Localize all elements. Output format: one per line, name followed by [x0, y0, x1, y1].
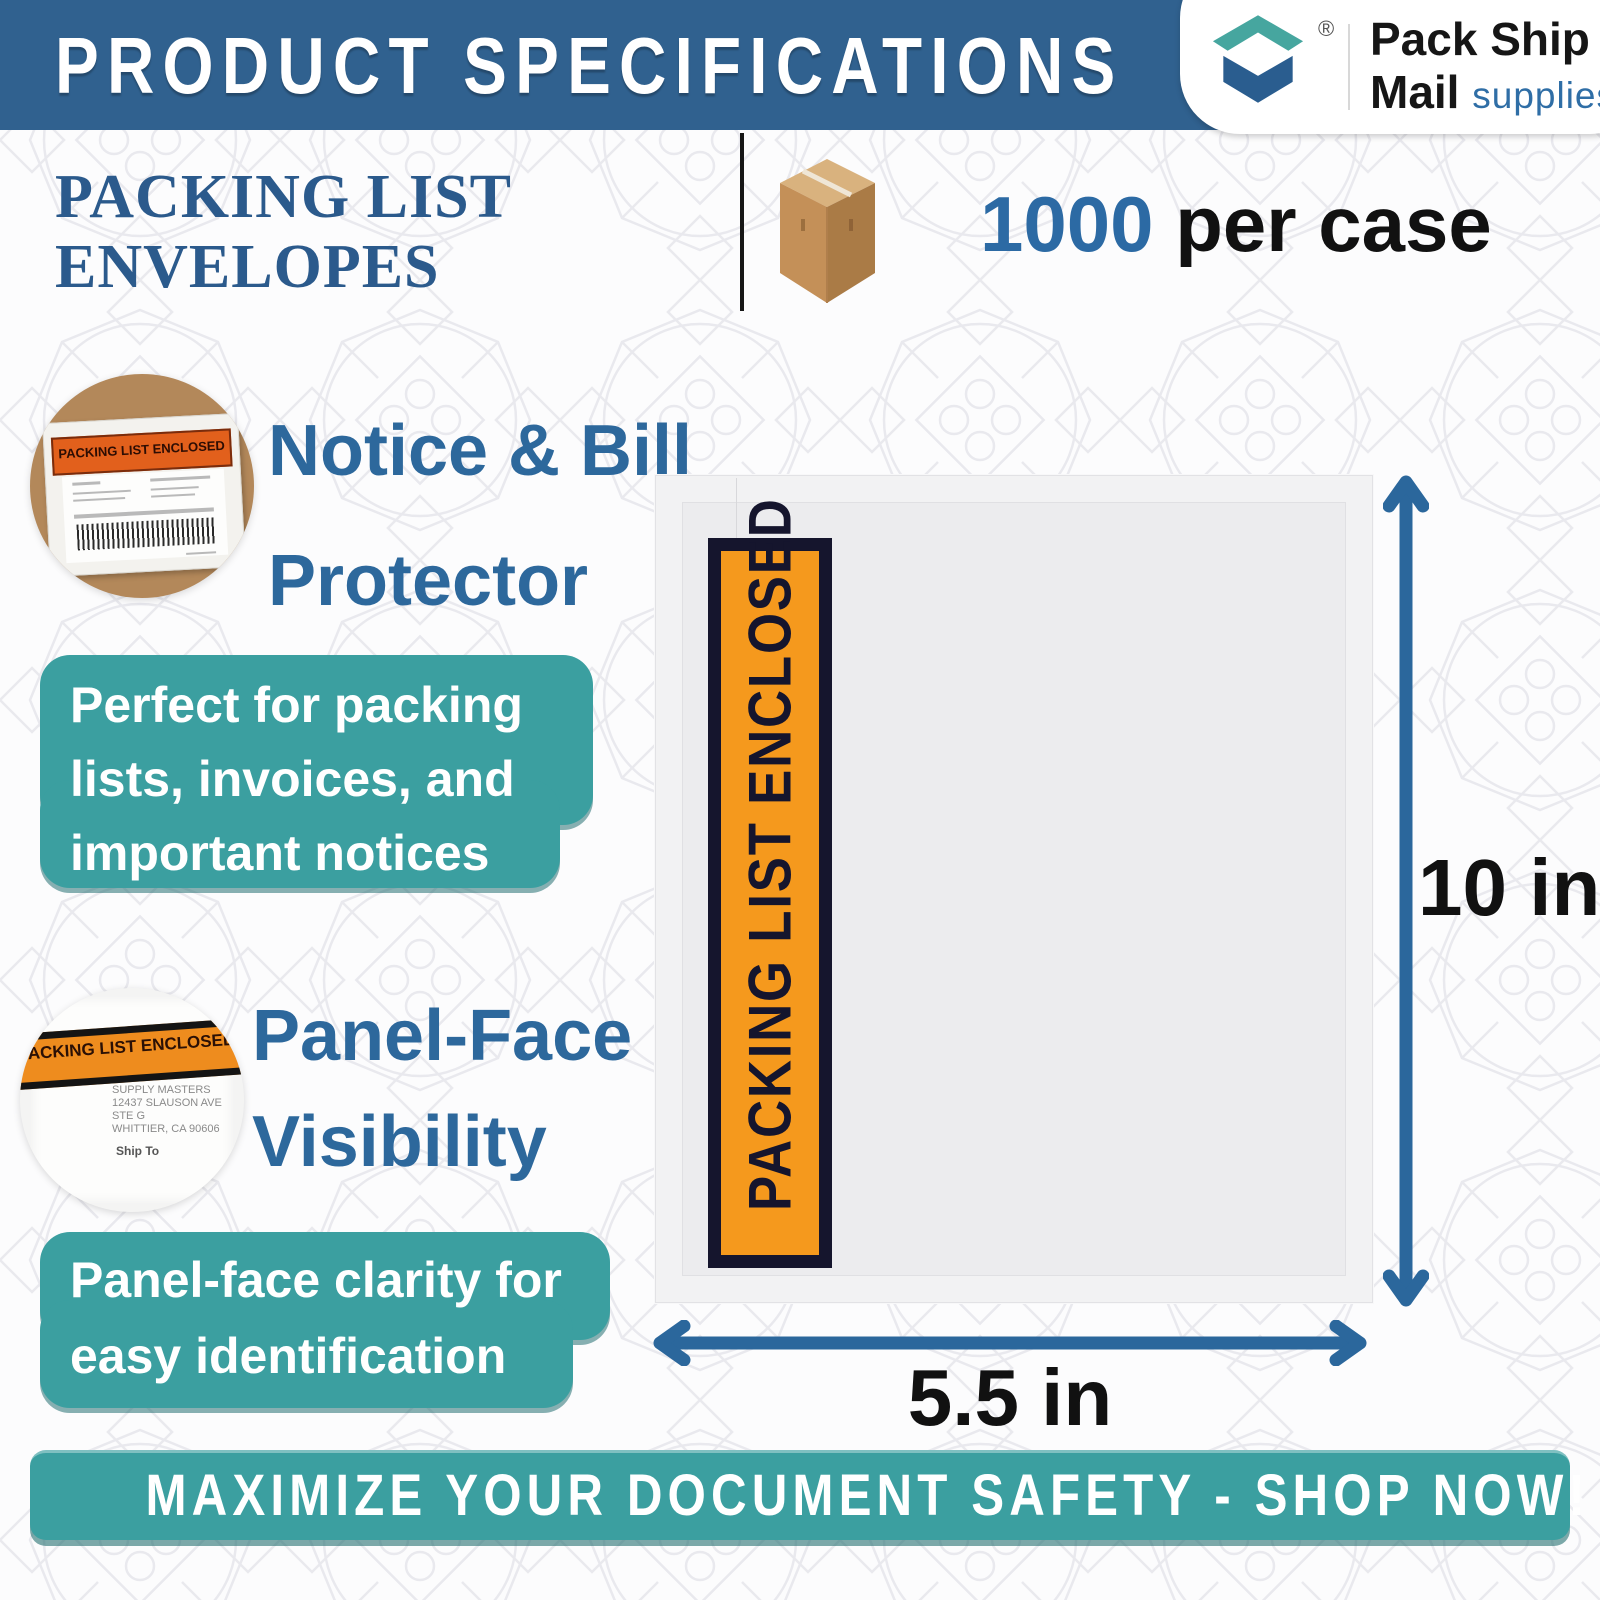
text-line-placeholder [150, 475, 211, 482]
product-name-line2: ENVELOPES [55, 233, 440, 301]
brand-logo: ® Pack Ship Mail supplies [1180, 0, 1600, 134]
callout-text: Panel-face clarity for easy identificati… [70, 1242, 562, 1394]
page-title: PRODUCT SPECIFICATIONS [55, 21, 1124, 110]
feature-heading-notice-bill-protector: Notice & Bill Protector [268, 415, 692, 617]
ship-to-label: Ship To [116, 1144, 160, 1158]
feature-photo-panel-face: ACKING LIST ENCLOSED SUPPLY MASTERS 1243… [20, 988, 244, 1212]
feature-heading-panel-face-visibility: Panel-Face Visibility [252, 1000, 632, 1178]
height-dimension-arrow-icon [1383, 475, 1429, 1307]
case-count: 1000 [980, 180, 1154, 268]
envelope-banner-text: PACKING LIST ENCLOSED [736, 497, 804, 1211]
callout-line: lists, invoices, and [70, 751, 515, 807]
photo-address-block: SUPPLY MASTERS 12437 SLAUSON AVE STE G W… [112, 1084, 222, 1136]
shipping-carton-icon [780, 159, 875, 303]
text-line-placeholder [73, 496, 126, 502]
bubble-shape [40, 780, 560, 888]
callout-line: easy identification [70, 1328, 507, 1384]
vertical-divider [740, 133, 744, 311]
feature-heading-line1: Notice & Bill [268, 411, 693, 491]
photo-banner-label: PACKING LIST ENCLOSED [50, 428, 233, 476]
text-line-placeholder [186, 551, 217, 555]
case-unit: per case [1153, 180, 1492, 268]
logo-brand-top: Pack Ship [1370, 13, 1590, 65]
callout-bubble-perfect-for: Perfect for packing lists, invoices, and… [40, 655, 593, 888]
barcode [76, 517, 216, 551]
text-line-placeholder [151, 493, 196, 498]
address-line: WHITTIER, CA 90606 [112, 1123, 220, 1135]
product-name-line1: PACKING LIST [55, 163, 512, 231]
logo-brand-bottom: Mail supplies [1370, 69, 1600, 115]
envelope-fold-line [736, 478, 737, 538]
callout-line: Perfect for packing [70, 677, 523, 733]
photo-envelope: PACKING LIST ENCLOSED [42, 412, 246, 578]
width-dimension-label: 5.5 in [907, 1353, 1113, 1442]
text-line-placeholder [72, 481, 101, 486]
text-line-placeholder [150, 486, 199, 491]
open-box-logo-icon [1212, 15, 1304, 103]
logo-divider [1348, 24, 1350, 110]
product-name-heading: PACKING LIST ENVELOPES [55, 162, 695, 302]
text-line-placeholder [72, 489, 131, 495]
envelope-diagram: PACKING LIST ENCLOSED [655, 475, 1373, 1303]
cta-text: MAXIMIZE YOUR DOCUMENT SAFETY - SHOP NOW… [145, 1463, 1590, 1528]
feature-heading-line2: Protector [268, 541, 589, 621]
address-line: 12437 SLAUSON AVE [112, 1097, 222, 1109]
callout-line: Panel-face clarity for [70, 1252, 562, 1308]
callout-text: Perfect for packing lists, invoices, and… [70, 668, 523, 890]
bubble-shape [40, 1300, 573, 1408]
cta-banner-shop-now[interactable]: MAXIMIZE YOUR DOCUMENT SAFETY - SHOP NOW… [30, 1450, 1590, 1540]
callout-bubble-panel-face-clarity: Panel-face clarity for easy identificati… [40, 1232, 610, 1408]
registered-trademark-symbol: ® [1318, 16, 1335, 41]
logo-brand-mail: Mail [1370, 66, 1460, 118]
case-quantity: 1000 per case [980, 185, 1492, 263]
address-line: STE G [112, 1110, 146, 1122]
height-dimension-label: 10 in [1418, 843, 1600, 932]
width-dimension-arrow-icon [653, 1320, 1367, 1366]
logo-wordmark: Pack Ship Mail supplies [1370, 16, 1600, 115]
feature-photo-notice-protector: PACKING LIST ENCLOSED [30, 374, 254, 598]
text-line-placeholder [73, 507, 214, 519]
address-line: SUPPLY MASTERS [112, 1084, 211, 1096]
feature-heading-line1: Panel-Face [252, 996, 633, 1076]
photo-packing-slip [61, 468, 229, 564]
callout-line: important notices [70, 825, 490, 881]
logo-brand-suffix: supplies [1472, 75, 1600, 116]
feature-heading-line2: Visibility [252, 1102, 547, 1182]
envelope-orange-banner: PACKING LIST ENCLOSED [708, 497, 832, 1268]
